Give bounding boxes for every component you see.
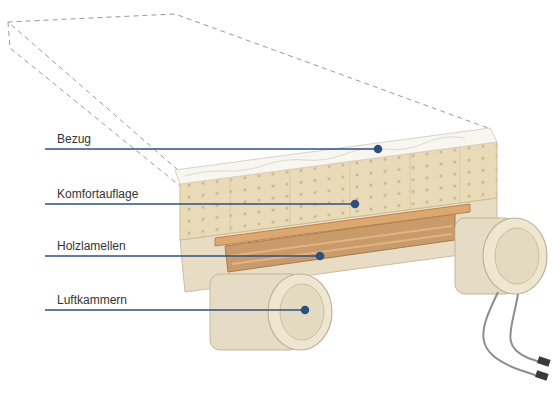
leader-line: [45, 148, 378, 150]
leader-dot: [375, 146, 382, 153]
leader-line: [45, 203, 355, 205]
leader-line: [45, 255, 320, 257]
leader-dot: [352, 201, 359, 208]
part-label: Luftkammern: [57, 293, 127, 307]
air-tube: [510, 294, 540, 362]
quilting: [185, 137, 465, 176]
leader-dot: [317, 253, 324, 260]
air-chamber-ring: [495, 228, 539, 284]
tube-connector: [535, 370, 549, 380]
part-label: Holzlamellen: [57, 239, 126, 253]
air-chamber-face: [268, 274, 332, 350]
part-label: Bezug: [57, 132, 91, 146]
part-label: Komfortauflage: [57, 187, 138, 201]
leader-dot: [302, 307, 309, 314]
tube-connector: [537, 356, 551, 366]
leader-line: [45, 309, 305, 311]
air-chamber-face: [483, 218, 547, 294]
cover-layer: [175, 128, 497, 184]
air-chamber-ring: [280, 284, 324, 340]
